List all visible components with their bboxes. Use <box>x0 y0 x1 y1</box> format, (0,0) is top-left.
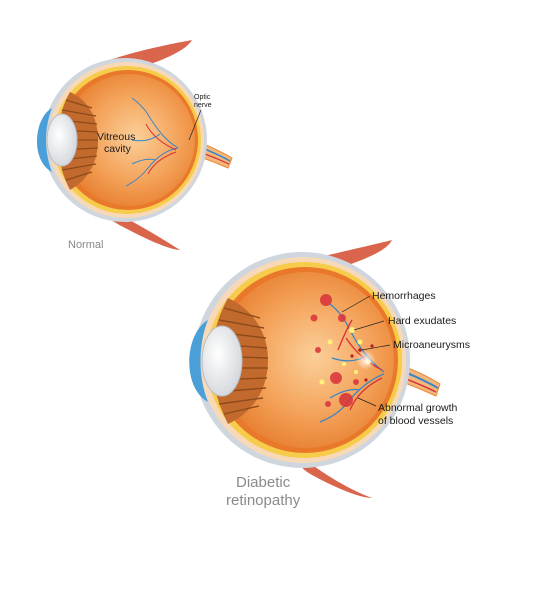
retinal-vessels <box>125 97 179 187</box>
label-vitreous-cavity: Vitreous <box>97 131 135 143</box>
cornea <box>36 108 52 172</box>
caption-diabetic: Diabetic <box>236 474 291 491</box>
label-microaneurysms: Microaneurysms <box>393 339 470 351</box>
diabetic-eye: Hemorrhages Hard exudates Microaneurysms… <box>189 240 470 509</box>
label-optic-nerve-2: nerve <box>194 102 212 109</box>
label-hard-exudates: Hard exudates <box>388 315 456 327</box>
label-hemorrhages: Hemorrhages <box>372 290 436 302</box>
label-abnormal-growth-2: of blood vessels <box>378 415 453 427</box>
abnormal-growth-leader <box>357 397 377 407</box>
label-optic-nerve: Optic <box>194 94 211 101</box>
hard-exudates-leader <box>353 320 385 331</box>
lens <box>46 113 78 167</box>
label-vitreous-cavity-2: cavity <box>104 143 132 155</box>
cornea <box>189 320 208 402</box>
lens <box>201 325 243 397</box>
hemorrhages <box>310 294 359 407</box>
microaneurysms <box>350 344 374 382</box>
hemorrhages-leader <box>341 295 371 313</box>
label-abnormal-growth: Abnormal growth <box>378 402 458 414</box>
optic-leader-line <box>188 109 202 141</box>
caption-retinopathy: retinopathy <box>226 492 301 509</box>
normal-eye: Vitreous cavity Optic nerve Normal <box>36 40 233 251</box>
microaneurysms-leader <box>361 344 391 351</box>
caption-normal: Normal <box>68 239 103 251</box>
